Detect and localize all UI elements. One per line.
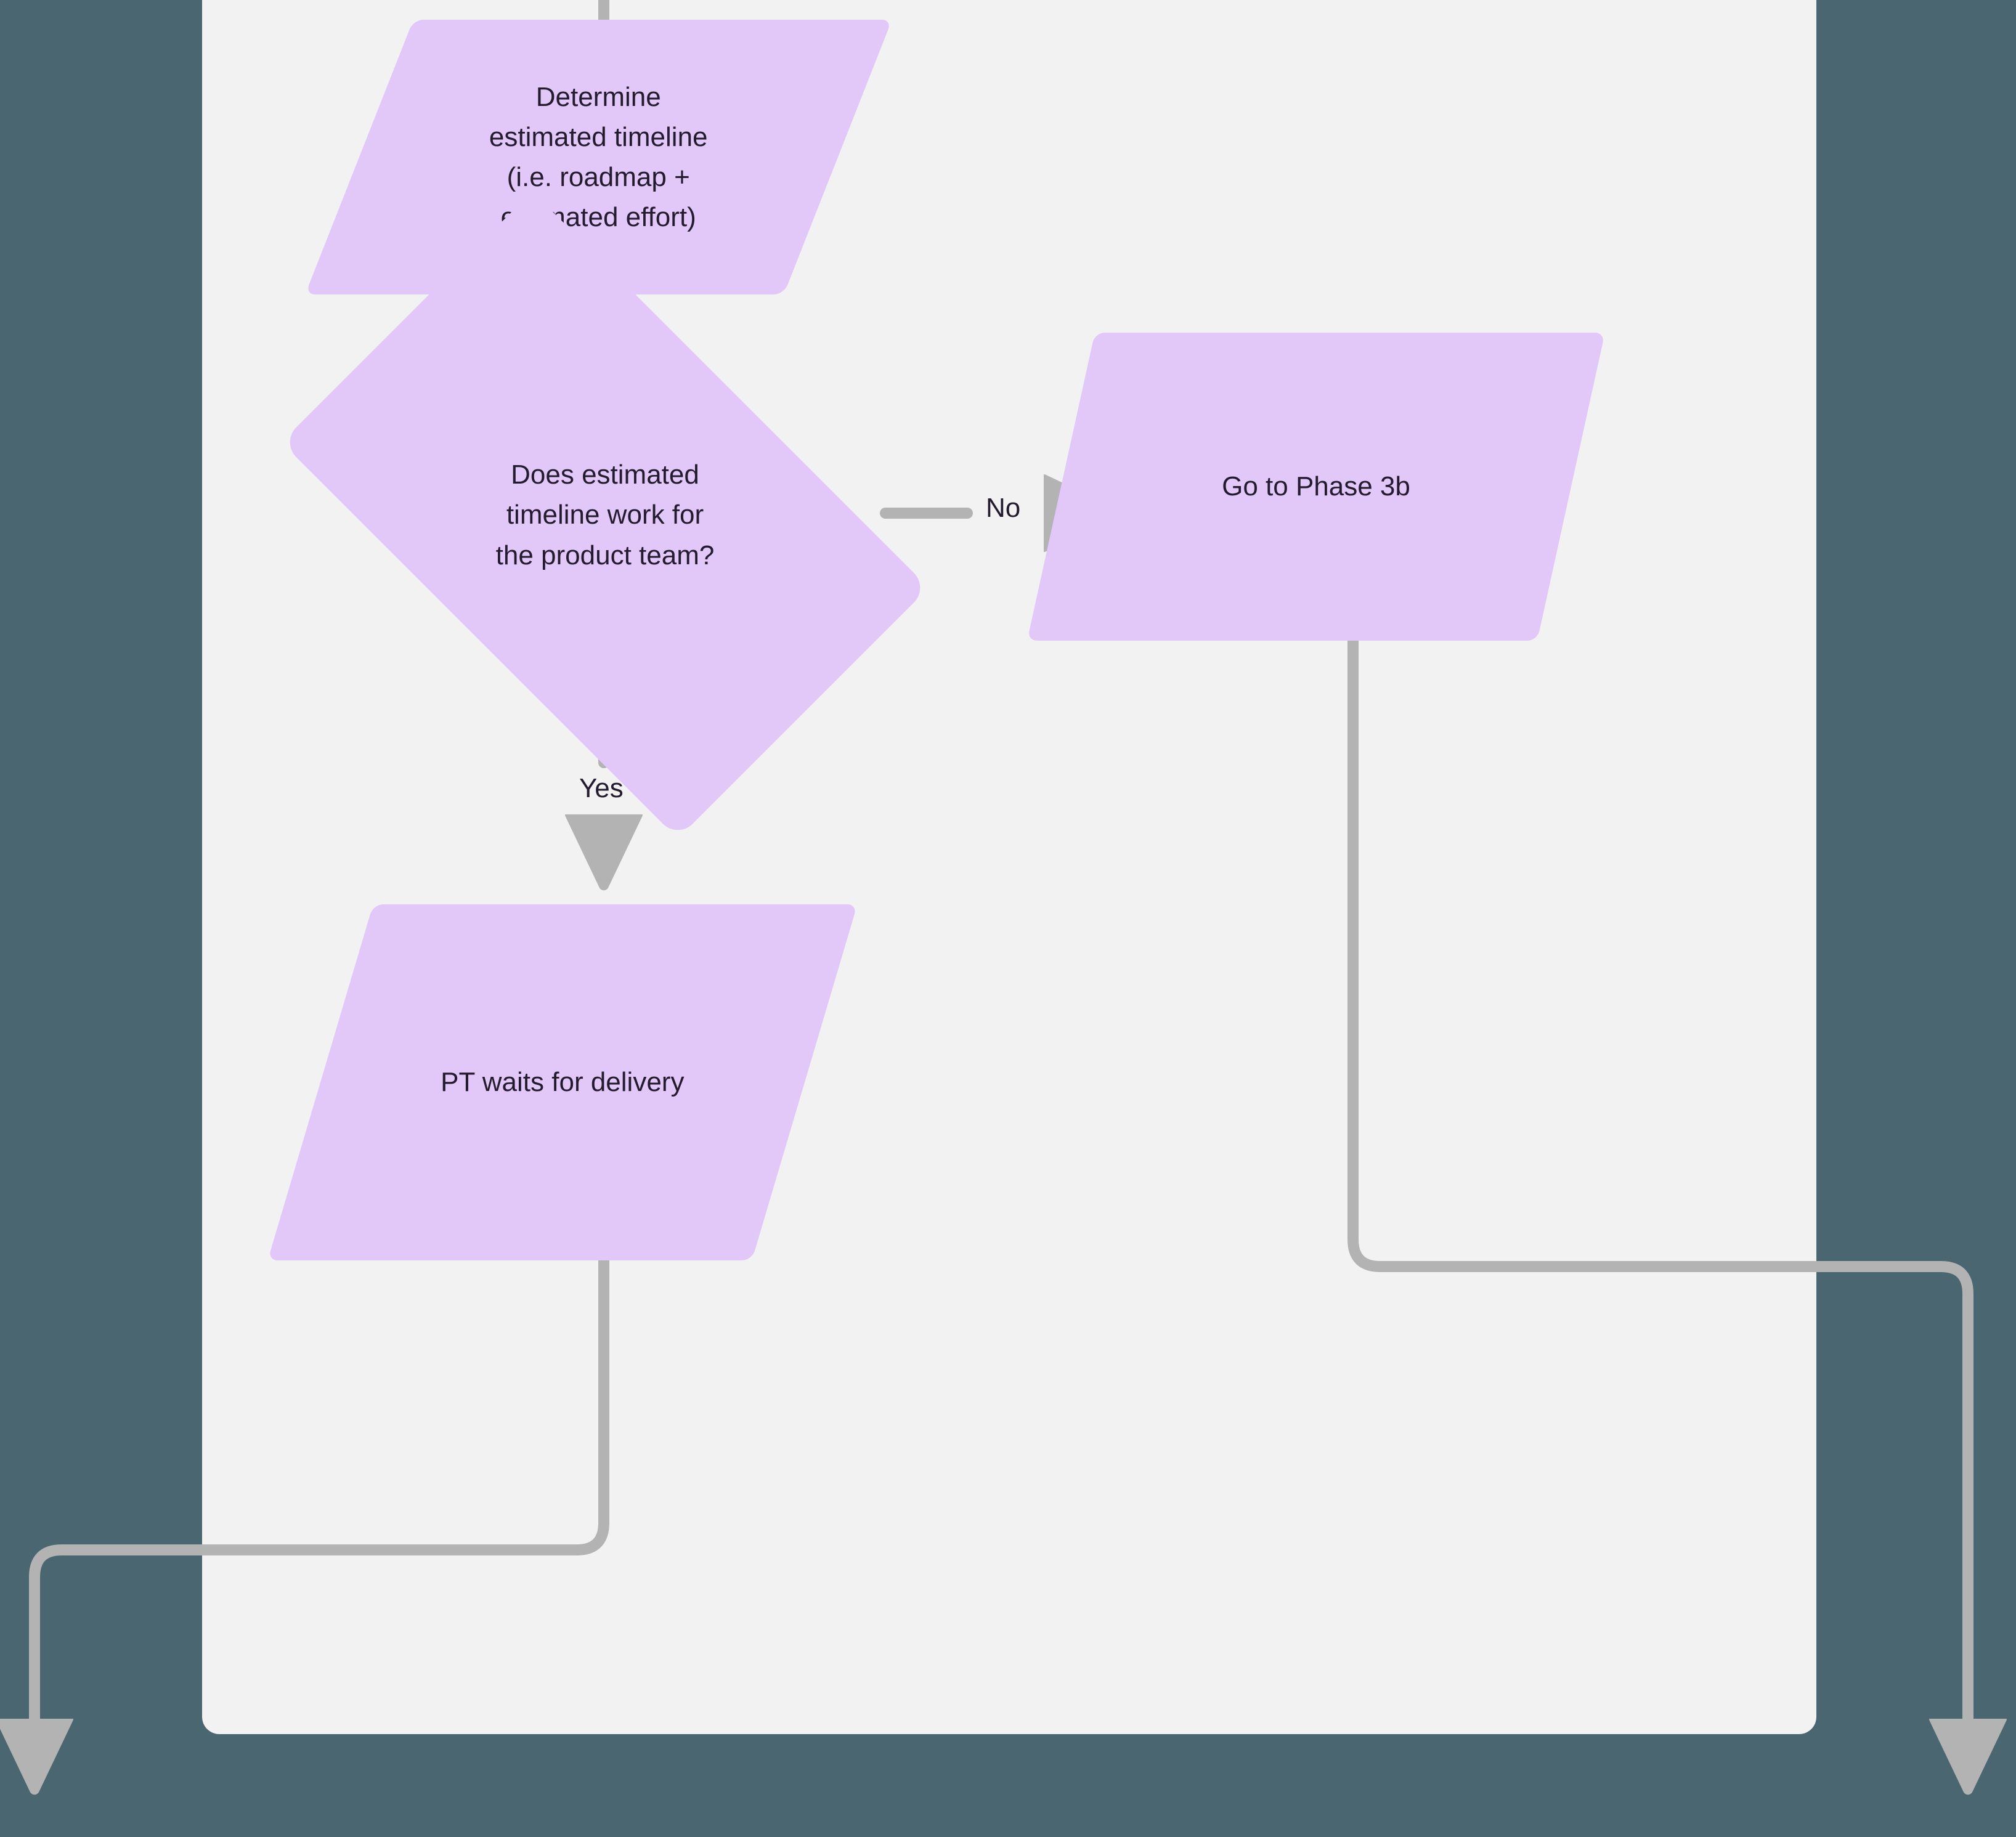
node-go-to-phase-3b[interactable]: Go to Phase 3b (1027, 333, 1605, 641)
node-pt-waits-for-delivery-label: PT waits for delivery (441, 1067, 685, 1098)
node-go-to-phase-3b-label: Go to Phase 3b (1222, 471, 1410, 502)
edge-label-no: No (986, 493, 1021, 523)
edge-label-yes: Yes (579, 773, 624, 803)
